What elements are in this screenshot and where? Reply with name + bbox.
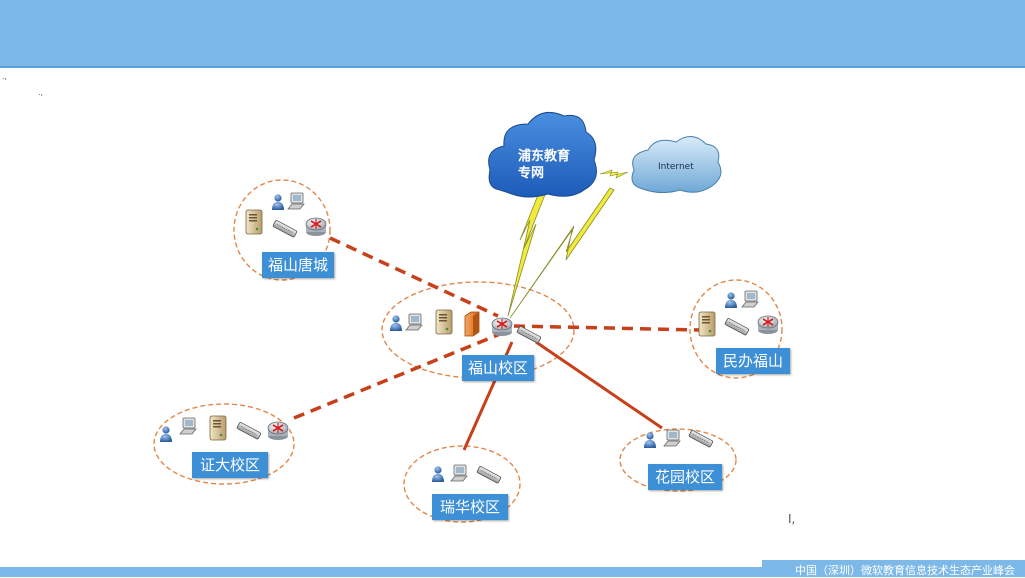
link-zhengda: [293, 332, 501, 420]
router-icon: [491, 317, 513, 337]
footer-text: 中国（深圳）微软教育信息技术生态产业峰会: [795, 564, 1015, 577]
user-icon: [644, 432, 656, 448]
bolt-clouds: [599, 169, 629, 179]
switch-icon: [688, 429, 714, 448]
devices-minban-fushan: [698, 290, 779, 337]
pc-icon: [663, 429, 681, 447]
site-label-fushan-tangcheng: 福山唐城: [262, 252, 334, 278]
router-icon: [267, 421, 289, 441]
pc-icon: [450, 464, 468, 482]
pc-icon: [287, 192, 305, 210]
pc-icon: [179, 417, 197, 435]
header-band: [0, 0, 1025, 66]
cloud-education-network: 浦东教育 专网: [488, 111, 597, 198]
text-cursor-mark: I,: [788, 512, 796, 526]
user-icon: [390, 315, 402, 331]
bolt-internet: [509, 187, 615, 319]
user-icon: [160, 426, 172, 442]
switch-icon: [272, 219, 298, 238]
devices-fushan-tangcheng: [245, 192, 327, 238]
bolt-education: [507, 189, 547, 317]
link-huayuan: [535, 340, 663, 430]
site-label-zhengda-campus: 证大校区: [192, 452, 268, 478]
footer-band: [0, 567, 1025, 577]
network-links: [293, 236, 701, 451]
user-icon: [725, 292, 737, 308]
user-icon: [272, 194, 284, 210]
cloud-education-network-label: 浦东教育 专网: [518, 148, 575, 181]
site-circle-ruihua-campus: [403, 445, 521, 523]
user-icon: [432, 466, 444, 482]
switch-icon: [724, 317, 750, 336]
pc-icon: [741, 290, 759, 308]
switch-icon: [476, 465, 502, 484]
server-icon: [245, 209, 263, 235]
header-divider: [0, 66, 1025, 68]
cloud-internet-label: Internet: [658, 162, 694, 172]
router-icon: [757, 315, 779, 335]
devices-huayuan-campus: [644, 429, 714, 448]
server-icon: [209, 415, 227, 441]
text-cursor-mark: .,: [2, 72, 8, 81]
link-tangcheng: [329, 236, 499, 318]
footer-tab: [762, 560, 1025, 577]
switch-icon: [236, 421, 262, 440]
site-label-fushan-campus: 福山校区: [462, 355, 534, 381]
site-circle-zhengda-campus: [153, 403, 295, 485]
server-icon: [435, 309, 453, 335]
site-label-huayuan-campus: 花园校区: [648, 464, 722, 490]
text-cursor-mark: .,: [38, 88, 44, 97]
firewall-icon: [464, 311, 480, 337]
switch-icon: [516, 325, 542, 344]
site-circle-fushan-tangcheng: [233, 179, 331, 281]
site-circle-minban-fushan: [689, 279, 783, 379]
server-icon: [698, 311, 716, 337]
router-icon: [305, 217, 327, 237]
devices-zhengda-campus: [160, 415, 289, 442]
site-circle-huayuan-campus: [619, 428, 737, 492]
site-label-ruihua-campus: 瑞华校区: [432, 494, 508, 520]
pc-icon: [405, 313, 423, 331]
site-label-minban-fushan: 民办福山: [716, 348, 790, 374]
cloud-internet: Internet: [631, 136, 722, 194]
link-minban: [513, 324, 701, 332]
devices-ruihua-campus: [432, 464, 502, 484]
